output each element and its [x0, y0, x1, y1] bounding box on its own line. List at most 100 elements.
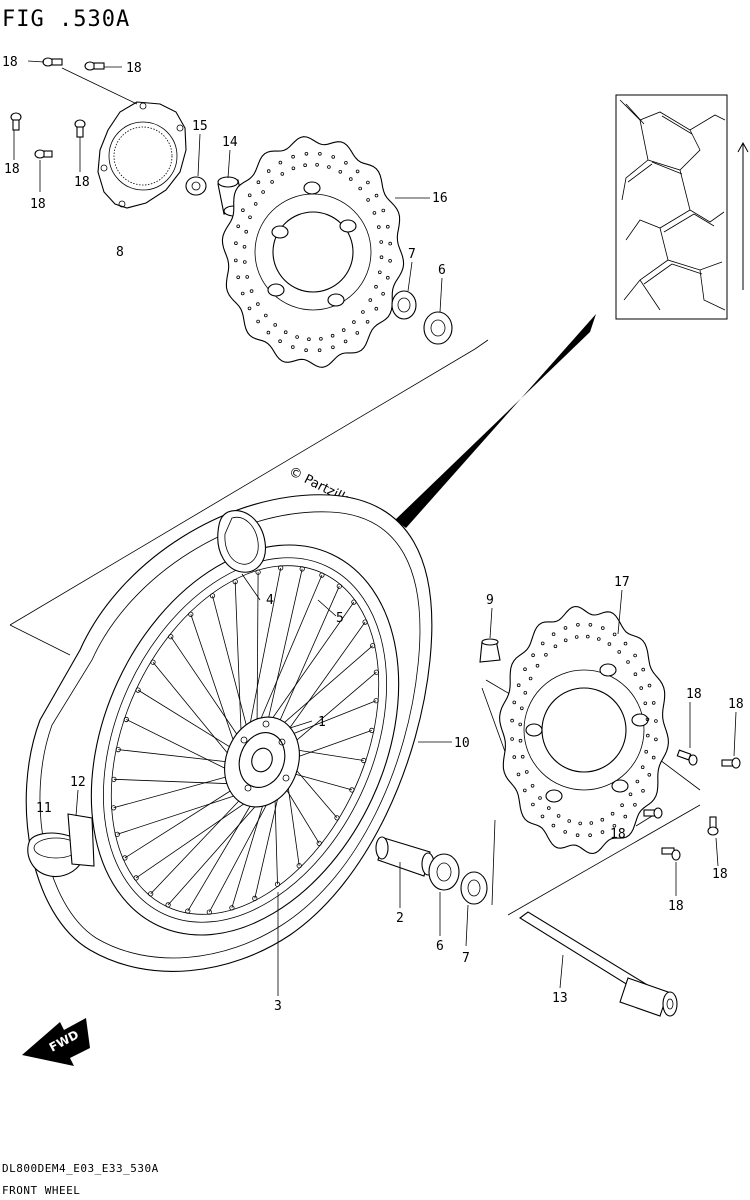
- disc-vent-hole: [379, 255, 384, 260]
- bolt-18-d[interactable]: [74, 119, 86, 138]
- disc-vent-hole: [530, 783, 535, 788]
- callout-8: 8: [116, 245, 124, 260]
- front-wheel-assembly[interactable]: [25, 494, 458, 985]
- callout-7-bottom: 7: [462, 951, 470, 966]
- disc-vent-hole: [563, 626, 568, 630]
- spoke-nipple: [316, 840, 322, 846]
- bolt-18-f[interactable]: [676, 749, 698, 766]
- wheel-hub[interactable]: [212, 706, 311, 817]
- disc-vent-hole: [610, 811, 615, 816]
- protector-part-12[interactable]: [67, 813, 95, 867]
- wheel-spoke: [137, 689, 240, 754]
- disc-vent-hole: [261, 190, 265, 194]
- disc-vent-hole: [576, 622, 580, 627]
- bolt-18-i[interactable]: [707, 816, 719, 836]
- spoke-nipple: [274, 881, 281, 887]
- callout-6-top: 6: [438, 263, 446, 278]
- seal-part-7-top[interactable]: [391, 290, 417, 320]
- bearing-part-6-top[interactable]: [423, 311, 453, 345]
- spoke-nipple: [252, 895, 258, 902]
- spoke-nipple: [123, 716, 129, 723]
- wheel-spoke: [117, 789, 254, 835]
- disc-vent-hole: [531, 802, 535, 807]
- callout-10: 10: [454, 736, 470, 751]
- callout-18-c: 18: [4, 162, 20, 177]
- brake-disc-part-17[interactable]: [499, 605, 669, 855]
- disc-vent-hole: [319, 336, 323, 341]
- disc-vent-hole: [524, 770, 529, 774]
- disc-vent-hole: [607, 642, 612, 646]
- wheel-spoke: [246, 567, 282, 739]
- disc-vent-hole: [374, 193, 379, 198]
- disc-vent-hole: [544, 652, 548, 657]
- axle-part-13[interactable]: [519, 911, 678, 1017]
- callout-labels: 18 18 18 18 18 15 14 8 16 7 6 4 5 1 10 1…: [2, 55, 744, 1014]
- spacer-part-2[interactable]: [375, 836, 435, 877]
- disc-vent-hole: [531, 653, 535, 657]
- wheel-spoke: [113, 772, 240, 809]
- wheel-spoke: [264, 568, 303, 733]
- disc-vent-hole: [348, 177, 353, 181]
- figure-caption: FRONT WHEEL: [2, 1184, 80, 1197]
- bolt-18-e[interactable]: [34, 149, 53, 159]
- disc-vent-hole: [315, 163, 319, 167]
- disc-vent-hole: [270, 180, 274, 184]
- disc-vent-hole: [596, 637, 601, 641]
- wheel-spoke: [135, 791, 262, 879]
- wheel-spoke: [272, 586, 340, 736]
- bolt-18-h[interactable]: [643, 807, 663, 819]
- disc-vent-hole: [551, 823, 556, 828]
- disc-vent-hole: [635, 779, 640, 784]
- wheel-spoke: [150, 788, 251, 895]
- bearing-part-6-bottom[interactable]: [428, 853, 460, 891]
- brake-disc-part-16[interactable]: [221, 136, 405, 368]
- callout-18-e: 18: [30, 197, 46, 212]
- bolt-18-j[interactable]: [661, 847, 681, 861]
- wheel-spoke: [254, 574, 323, 734]
- disc-vent-hole: [343, 339, 348, 344]
- disc-vent-hole: [612, 632, 617, 637]
- disc-vent-hole: [372, 211, 377, 215]
- disc-vent-hole: [617, 650, 621, 654]
- seal-part-7-bottom[interactable]: [460, 871, 488, 905]
- wheel-spoke: [208, 785, 278, 913]
- disc-vent-hole: [366, 198, 370, 202]
- bolt-18-b[interactable]: [84, 61, 105, 71]
- valve-cap-part-9[interactable]: [479, 638, 501, 663]
- disc-vent-hole: [620, 803, 624, 807]
- disc-vent-hole: [523, 667, 527, 671]
- spacer-part-15[interactable]: [185, 176, 207, 196]
- disc-vent-hole: [388, 241, 393, 246]
- bolt-18-a[interactable]: [42, 57, 63, 67]
- disc-vent-hole: [344, 161, 348, 165]
- disc-vent-hole: [651, 755, 656, 760]
- disc-vent-hole: [368, 298, 373, 302]
- spoke-nipple: [369, 727, 375, 734]
- spoke-nipple: [296, 863, 302, 869]
- spoke-nipple: [111, 805, 117, 811]
- spoke-nipple: [362, 619, 368, 625]
- spoke-nipple: [299, 566, 305, 572]
- bolt-18-g[interactable]: [721, 757, 741, 769]
- bolt-18-c[interactable]: [10, 112, 22, 131]
- spoke-nipple: [229, 905, 235, 911]
- spoke-nipple: [209, 593, 216, 599]
- spoke-nipple: [114, 831, 120, 837]
- callout-7-top: 7: [408, 247, 416, 262]
- rim-band-part-4[interactable]: [217, 510, 266, 573]
- callout-2: 2: [396, 911, 404, 926]
- disc-vent-hole: [612, 823, 617, 828]
- wheel-spoke: [274, 787, 278, 885]
- disc-vent-hole: [234, 241, 238, 246]
- callout-18-a: 18: [2, 55, 18, 70]
- sensor-ring-part-8[interactable]: [97, 101, 187, 209]
- callout-3: 3: [274, 999, 282, 1014]
- disc-vent-hole: [626, 660, 630, 664]
- spoke-nipple: [255, 569, 261, 575]
- disc-vent-hole: [365, 319, 370, 324]
- callout-18-d: 18: [74, 175, 90, 190]
- figure-title: FIG .530A: [2, 7, 130, 32]
- disc-vent-hole: [303, 163, 307, 168]
- spoke-nipple: [133, 875, 139, 881]
- disc-vent-hole: [379, 240, 384, 244]
